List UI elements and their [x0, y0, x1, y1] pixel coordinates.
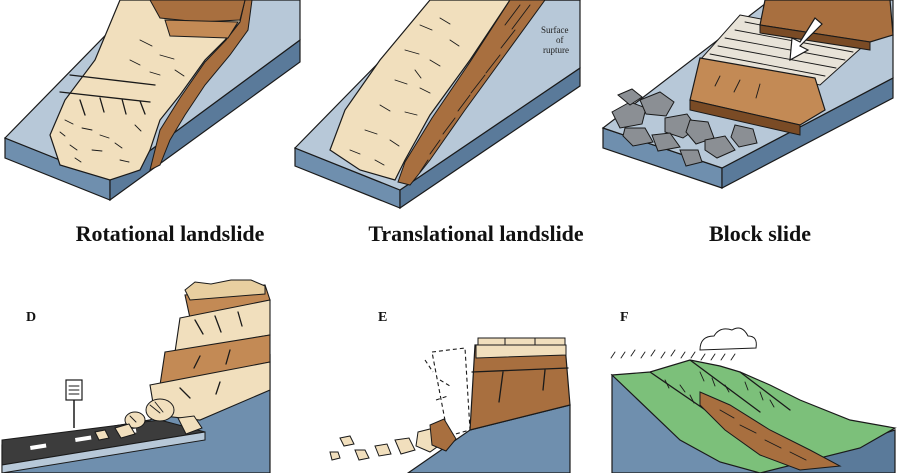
surface-of-rupture-label-line2: of: [556, 35, 564, 45]
panel-b-translational-landslide: [293, 0, 581, 210]
caption-translational-landslide: Translational landslide: [368, 221, 584, 246]
road-sign-icon: [65, 379, 83, 428]
panel-a-rotational-landslide: [3, 0, 301, 202]
storm-cloud-icon: [610, 327, 757, 361]
panel-f-letter: F: [620, 310, 629, 325]
panel-d-letter: D: [26, 310, 36, 325]
panel-c-block-slide: [601, 0, 894, 189]
panel-f-debris-flow: [610, 327, 897, 473]
panel-e-topple: [329, 337, 571, 473]
panel-d-rockfall: [1, 279, 271, 473]
surface-of-rupture-label-line1: Surface: [541, 25, 568, 35]
caption-block-slide: Block slide: [709, 221, 811, 246]
caption-rotational-landslide: Rotational landslide: [76, 221, 265, 246]
surface-of-rupture-label-line3: rupture: [543, 45, 569, 55]
panel-e-letter: E: [378, 310, 387, 325]
